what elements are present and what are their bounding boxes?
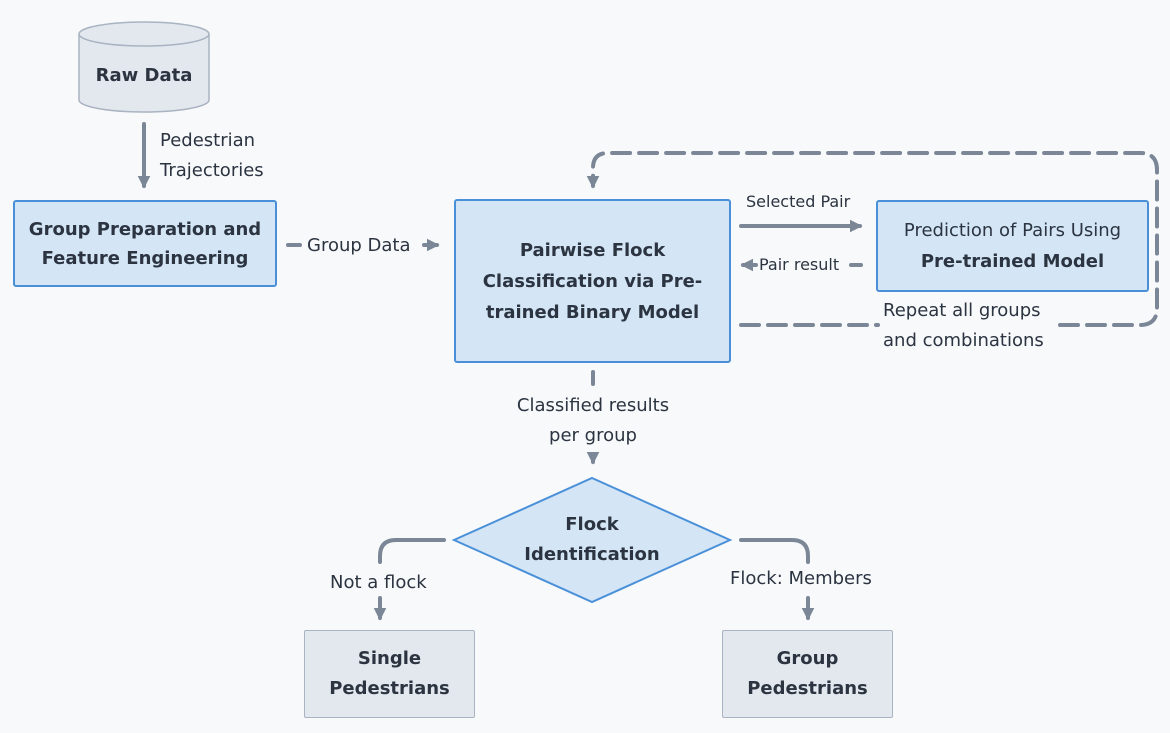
trajectories-line-1: Pedestrian xyxy=(160,130,256,151)
pair-result-label: Pair result xyxy=(759,255,840,274)
flock-id-line-1: Flock xyxy=(565,514,619,535)
flock-members-label: Flock: Members xyxy=(730,568,872,589)
group-prep-line-2: Feature Engineering xyxy=(41,247,249,269)
pairwise-line-3: trained Binary Model xyxy=(485,301,700,323)
flock-identification-label: Flock Identification xyxy=(500,510,684,570)
group-data-label: Group Data xyxy=(307,235,411,256)
arrow-flock-top xyxy=(739,538,810,564)
prediction-box: Prediction of Pairs Using Pre-trained Mo… xyxy=(876,200,1149,292)
pairwise-classification-box: Pairwise Flock Classification via Pre- t… xyxy=(454,199,731,363)
group-preparation-box: Group Preparation and Feature Engineerin… xyxy=(13,200,277,287)
trajectories-label: Pedestrian Trajectories xyxy=(160,126,264,186)
classified-label: Classified results per group xyxy=(483,391,703,451)
raw-data-label: Raw Data xyxy=(95,65,193,86)
pairwise-line-1: Pairwise Flock xyxy=(519,239,666,261)
raw-data-cylinder xyxy=(78,21,210,113)
loop-dashed xyxy=(591,151,1159,327)
selected-pair-label: Selected Pair xyxy=(746,192,851,211)
flock-id-line-2: Identification xyxy=(524,544,660,565)
classified-line-1: Classified results xyxy=(516,395,670,416)
group-ped-line-2: Pedestrians xyxy=(747,678,868,699)
repeat-line-2: and combinations xyxy=(883,330,1044,351)
repeat-label: Repeat all groups and combinations xyxy=(883,296,1044,356)
classified-line-2: per group xyxy=(549,425,637,446)
not-flock-label: Not a flock xyxy=(330,572,427,593)
flock-identification-diamond xyxy=(451,476,733,604)
single-line-1: Single xyxy=(357,648,422,669)
single-pedestrians-box: Single Pedestrians xyxy=(304,630,475,718)
repeat-line-1: Repeat all groups xyxy=(883,300,1041,321)
arrow-not-flock-top xyxy=(378,538,446,564)
group-pedestrians-box: Group Pedestrians xyxy=(722,630,893,718)
prediction-line-2: Pre-trained Model xyxy=(920,251,1105,272)
prediction-line-1: Prediction of Pairs Using xyxy=(903,220,1122,241)
single-line-2: Pedestrians xyxy=(329,678,450,699)
trajectories-line-2: Trajectories xyxy=(160,160,264,181)
pairwise-line-2: Classification via Pre- xyxy=(482,270,703,292)
group-prep-line-1: Group Preparation and xyxy=(28,218,262,240)
group-ped-line-1: Group xyxy=(776,648,839,669)
